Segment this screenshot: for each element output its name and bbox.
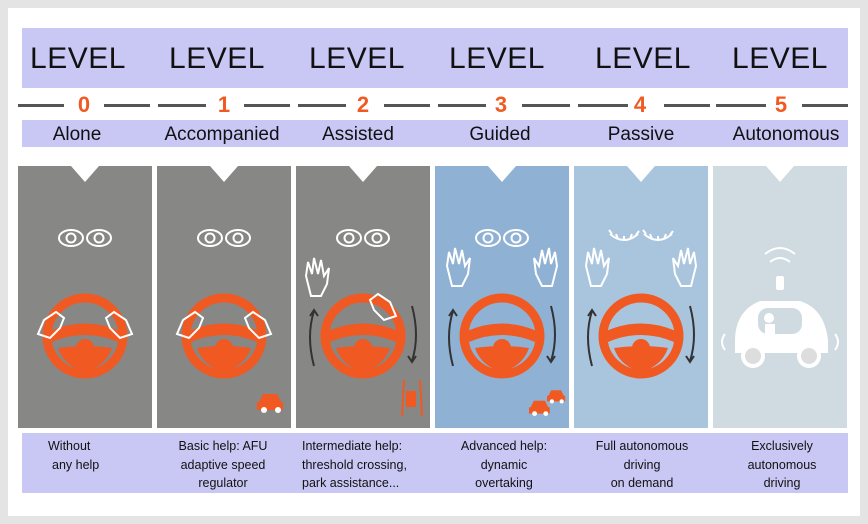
level-description-2: Intermediate help: threshold crossing, p… [302, 437, 438, 493]
car-icon [529, 400, 550, 416]
level-word-1: LEVEL [169, 42, 265, 75]
divider-line [664, 104, 710, 107]
hand-icon [175, 310, 273, 340]
divider-line [104, 104, 150, 107]
divider-line [438, 104, 486, 107]
autonomous-car-icon [721, 247, 839, 368]
level-description-0: Without any help [48, 437, 184, 474]
rotation-arrows-icon [309, 305, 417, 367]
level-number-3: 3 [494, 92, 508, 117]
level-word-2: LEVEL [309, 42, 405, 75]
level-panel-5 [713, 166, 847, 428]
level-number-4: 4 [633, 92, 647, 117]
level-word-3: LEVEL [449, 42, 545, 75]
level-description-4: Full autonomous driving on demand [574, 437, 710, 493]
level-name-4: Passive [607, 124, 675, 145]
divider-line [298, 104, 346, 107]
eyes-icon [197, 229, 251, 247]
level-header-band [22, 28, 848, 88]
steering-wheel-icon [42, 293, 128, 379]
level-word-0: LEVEL [30, 42, 126, 75]
level-name-band [22, 120, 848, 147]
level-name-0: Alone [52, 124, 102, 145]
divider-line [18, 104, 64, 107]
steering-wheel-icon [459, 293, 545, 379]
steering-wheel-icon [181, 293, 267, 379]
hand-icon [304, 257, 398, 322]
eyes-icon [58, 229, 112, 247]
level-name-3: Guided [469, 124, 531, 145]
hand-icon [445, 247, 559, 287]
level-name-5: Autonomous [732, 124, 840, 145]
dotted-separator [431, 166, 433, 428]
description-line: threshold crossing, [302, 457, 407, 472]
description-line: overtaking [475, 476, 533, 490]
description-line: Intermediate help: [302, 439, 403, 453]
description-line: regulator [198, 476, 248, 490]
closed-eyes-icon [608, 229, 674, 241]
eyes-icon [336, 229, 390, 247]
divider-line [158, 104, 206, 107]
divider-line [522, 104, 570, 107]
level-number-2: 2 [356, 92, 370, 117]
rotation-arrows-icon [587, 305, 695, 367]
rotation-arrows-icon [448, 305, 556, 367]
level-panel-4 [574, 166, 708, 428]
description-line: park assistance... [302, 476, 400, 490]
level-panel-2 [296, 166, 430, 428]
steering-wheel-icon [320, 293, 406, 379]
level-name-1: Accompanied [164, 124, 280, 145]
description-line: Basic help: AFU [178, 439, 268, 453]
level-panel-0 [18, 166, 152, 428]
description-line: Full autonomous [595, 439, 689, 453]
lane-assist-icon [401, 379, 423, 417]
description-line: dynamic [480, 457, 528, 472]
description-line: on demand [610, 476, 674, 490]
description-line: driving [623, 457, 661, 472]
eyes-icon [475, 229, 529, 247]
divider-line [244, 104, 290, 107]
description-band [22, 433, 848, 493]
description-line: autonomous [747, 457, 817, 472]
level-description-1: Basic help: AFU adaptive speed regulator [155, 437, 291, 493]
description-line: Without [48, 439, 91, 453]
hand-icon [36, 310, 134, 340]
level-number-5: 5 [774, 92, 788, 117]
hand-icon [584, 247, 698, 287]
divider-line [802, 104, 848, 107]
description-line: Advanced help: [460, 439, 548, 453]
steering-wheel-icon [598, 293, 684, 379]
level-description-5: Exclusively autonomous driving [714, 437, 850, 493]
description-line: Exclusively [751, 439, 813, 453]
car-icon [257, 394, 283, 413]
car-icon [547, 390, 566, 404]
level-panel-3 [435, 166, 569, 428]
level-name-2: Assisted [322, 124, 394, 145]
level-panel-1 [157, 166, 291, 428]
level-number-0: 0 [77, 92, 91, 117]
level-word-4: LEVEL [595, 42, 691, 75]
divider-line [384, 104, 430, 107]
description-line: any help [52, 457, 100, 472]
divider-line [578, 104, 628, 107]
description-line: driving [763, 476, 801, 490]
description-line: adaptive speed [180, 457, 266, 472]
divider-line [716, 104, 766, 107]
level-number-1: 1 [217, 92, 231, 117]
level-word-5: LEVEL [732, 42, 828, 75]
level-description-3: Advanced help: dynamic overtaking [436, 437, 572, 493]
